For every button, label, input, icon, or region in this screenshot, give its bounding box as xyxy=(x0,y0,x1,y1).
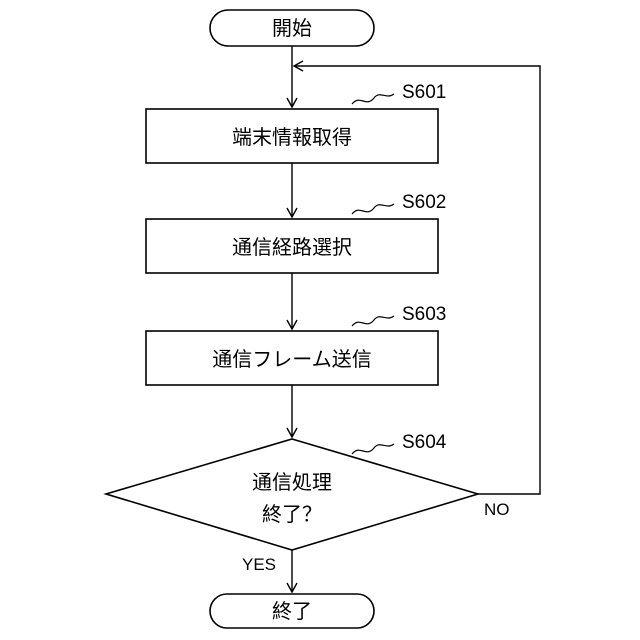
step-s601-id: S601 xyxy=(402,82,446,103)
step-s602-text: 通信経路選択 xyxy=(232,235,352,259)
decision-s604: 通信処理 終了？ S604 xyxy=(106,432,478,550)
start-terminal: 開始 xyxy=(210,10,374,46)
s601-leader xyxy=(352,94,394,104)
step-s604-id: S604 xyxy=(402,432,447,453)
no-label: NO xyxy=(484,500,510,519)
step-s601: 端末情報取得 S601 xyxy=(146,82,446,163)
start-label: 開始 xyxy=(272,16,312,40)
decision-line2: 終了？ xyxy=(262,502,322,526)
yes-label: YES xyxy=(242,555,276,574)
s603-leader xyxy=(352,316,394,326)
step-s601-text: 端末情報取得 xyxy=(232,125,352,149)
decision-line1: 通信処理 xyxy=(252,470,332,494)
s602-leader xyxy=(352,204,394,214)
step-s602: 通信経路選択 S602 xyxy=(146,192,446,273)
step-s603-text: 通信フレーム送信 xyxy=(212,347,371,371)
step-s602-id: S602 xyxy=(402,192,446,213)
end-terminal: 終了 xyxy=(210,594,374,628)
step-s603-id: S603 xyxy=(402,304,446,325)
s604-leader xyxy=(352,444,394,454)
step-s603: 通信フレーム送信 S603 xyxy=(146,304,446,385)
end-label: 終了 xyxy=(272,599,312,623)
